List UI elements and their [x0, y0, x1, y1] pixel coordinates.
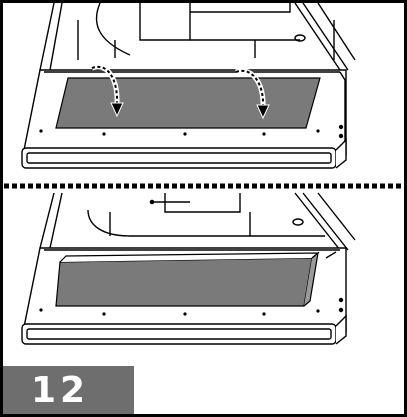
- tray-right-edge: [339, 71, 346, 148]
- blower-port-2: [292, 218, 304, 226]
- front-lip-side-2: [335, 314, 347, 345]
- filter-panel-bottom: [55, 257, 313, 307]
- cabinet-side-right: [294, 2, 356, 71]
- filter-panel-side: [303, 251, 319, 307]
- blower-port: [294, 34, 306, 42]
- arrow-right: [235, 68, 270, 120]
- bottom-illustration: [21, 192, 356, 345]
- step-number-badge: 12: [3, 366, 134, 414]
- arrow-left: [91, 64, 124, 118]
- screw-mark: [149, 199, 155, 205]
- cabinet-side-right-2: [294, 192, 356, 251]
- front-lip-inner: [26, 152, 332, 164]
- front-lip-inner-2: [26, 328, 332, 340]
- blower-top: [190, 3, 291, 13]
- blower-curve-2: [87, 209, 131, 237]
- blower-curve: [95, 2, 131, 56]
- step-number: 12: [31, 369, 90, 411]
- screws-bottom: [39, 297, 344, 316]
- tray-corner-2: [325, 251, 337, 259]
- cabinet-side-left-2: [39, 192, 63, 249]
- filter-panel-top: [55, 77, 321, 129]
- screws-top: [39, 124, 344, 139]
- cabinet-side-left: [39, 2, 63, 71]
- support-posts: [114, 40, 256, 58]
- front-lip-side: [335, 138, 347, 169]
- inner-walls: [77, 20, 335, 60]
- top-illustration: [21, 2, 356, 169]
- blower-box: [139, 3, 191, 41]
- support-posts-2: [109, 212, 251, 236]
